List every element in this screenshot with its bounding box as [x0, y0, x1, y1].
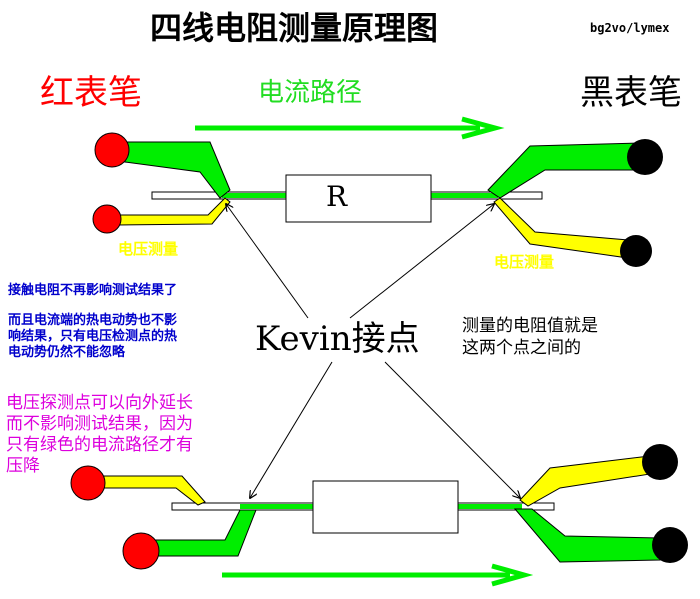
- bottom-resistor-box: [312, 480, 459, 534]
- bottom-current-arrow: [222, 563, 534, 587]
- resistor-label: R: [326, 180, 348, 213]
- page-title: 四线电阻测量原理图: [150, 9, 439, 47]
- black-probe-top-voltage: [620, 235, 652, 267]
- voltage-label-right: 电压测量: [494, 253, 555, 271]
- left-voltage-lead: [117, 197, 231, 226]
- extend-note-line-2: 而不影响测试结果，因为: [6, 414, 193, 434]
- author-credit: bg2vo/lymex: [590, 21, 670, 35]
- bottom-right-current-lead: [513, 508, 661, 563]
- bottom-left-current-lead: [149, 509, 257, 557]
- right-voltage-lead: [493, 197, 629, 259]
- thermal-note-line-3: 电动势仍然不能忽略: [8, 345, 126, 360]
- right-current-lead: [487, 142, 641, 199]
- thermal-note-line-2: 响结果，只有电压检测点的热: [8, 329, 178, 344]
- black-probe-top-current: [627, 139, 663, 175]
- bottom-left-voltage-lead: [95, 475, 206, 506]
- bottom-right-voltage-lead: [519, 455, 651, 507]
- left-current-lead: [124, 141, 231, 199]
- top-current-arrow: [195, 116, 505, 140]
- voltage-label-left: 电压测量: [118, 240, 179, 258]
- red-probe-top-voltage: [92, 204, 122, 234]
- resistor-box: [285, 174, 432, 223]
- red-probe-bottom-current: [122, 532, 160, 570]
- measured-note-line-1: 测量的电阻值就是: [462, 316, 598, 336]
- extend-note-line-4: 压降: [6, 456, 40, 476]
- red-probe-top-current: [94, 132, 130, 168]
- red-probe-bottom-voltage: [70, 465, 106, 501]
- kevin-arrows: [226, 204, 520, 498]
- extend-note-line-1: 电压探测点可以向外延长: [6, 393, 193, 413]
- extend-note-line-3: 只有绿色的电流路径才有: [6, 435, 193, 455]
- kevin-contact-label: Kevin接点: [255, 319, 420, 359]
- current-path-label: 电流路径: [258, 78, 363, 108]
- black-probe-bottom-voltage: [642, 444, 678, 480]
- red-probe-label: 红表笔: [40, 73, 142, 113]
- contact-resistance-note: 接触电阻不再影响测试结果了: [8, 283, 178, 298]
- measured-note-line-2: 这两个点之间的: [462, 338, 581, 358]
- black-probe-bottom-current: [652, 527, 688, 563]
- black-probe-label: 黑表笔: [580, 73, 682, 113]
- thermal-note-line-1: 而且电流端的热电动势也不影: [8, 313, 178, 328]
